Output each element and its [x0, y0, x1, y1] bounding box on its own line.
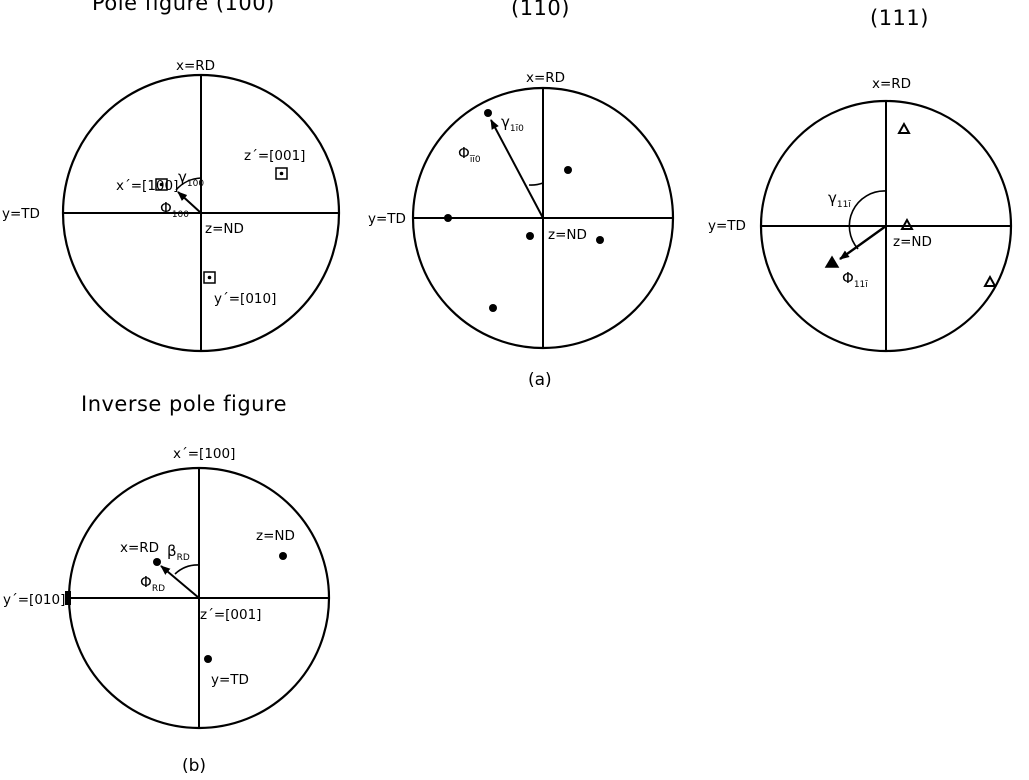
label-z-nd: z=ND — [548, 227, 587, 243]
phi-vector-111 — [839, 225, 887, 260]
pole-marker-z-001 — [275, 167, 288, 180]
caption-a: (a) — [528, 370, 552, 390]
pole-point — [489, 304, 497, 312]
gamma-arc-110 — [528, 182, 544, 186]
point-td — [204, 655, 212, 663]
label-pole-y-010: y´=[010] — [214, 291, 276, 307]
point-nd — [279, 552, 287, 560]
gamma-111-label: γ11ī — [828, 189, 851, 210]
title-pole-figure-111: (111) — [870, 6, 929, 30]
phi-111-label: Φ11ī — [842, 269, 868, 290]
pole-triangle — [897, 121, 911, 134]
title-pole-figure-100: Pole figure (100) — [92, 0, 275, 15]
label-point-nd: z=ND — [256, 528, 295, 544]
gamma-110-label: γ1ī0 — [501, 113, 524, 134]
gamma-arc-111 — [848, 190, 887, 250]
beta-rd-label: βRD — [167, 542, 190, 563]
pole-point — [564, 166, 572, 174]
label-z-nd: z=ND — [205, 221, 244, 237]
pole-point — [526, 232, 534, 240]
label-y-td: y=TD — [708, 218, 746, 234]
phi-vector-100 — [177, 191, 202, 214]
pole-point — [596, 236, 604, 244]
beta-arc — [174, 564, 200, 575]
inverse-pole-figure: x´=[100] y´=[010] z´=[001] x=RD z=ND y=T… — [3, 446, 331, 730]
label-y-td: y=TD — [2, 206, 40, 222]
pole-marker-y-010-dot — [207, 275, 212, 280]
label-z-001: z´=[001] — [200, 607, 261, 623]
edge-marker — [65, 591, 71, 605]
label-x-rd: x=RD — [872, 76, 911, 92]
label-x-100: x´=[100] — [173, 446, 235, 462]
title-pole-figure-110: (110) — [511, 0, 570, 20]
pole-figure-100: x=RD y=TD z=ND x´=[100] z´=[001] y´=[010… — [2, 58, 341, 353]
gamma-arc-100 — [175, 177, 202, 191]
pole-triangle-active — [824, 255, 840, 268]
label-z-nd: z=ND — [893, 234, 932, 250]
phi-rd-label: ΦRD — [140, 573, 165, 594]
label-point-td: y=TD — [211, 672, 249, 688]
title-inverse-pole-figure: Inverse pole figure — [81, 392, 287, 416]
label-x-rd: x=RD — [176, 58, 215, 74]
pole-marker-z-001-dot — [279, 171, 284, 176]
label-y-td: y=TD — [368, 211, 406, 227]
pole-point — [444, 214, 452, 222]
phi-vector-110 — [490, 119, 544, 219]
gamma-100-label: γ100 — [178, 168, 204, 189]
label-pole-x-100: x´=[100] — [116, 178, 178, 194]
label-y-010: y´=[010] — [3, 592, 65, 608]
label-x-rd: x=RD — [526, 70, 565, 86]
caption-b: (b) — [182, 756, 206, 776]
phi-110-label: Φīī0 — [458, 144, 481, 165]
pole-marker-x-100 — [155, 178, 168, 191]
pole-triangle — [900, 217, 914, 230]
label-pole-z-001: z´=[001] — [244, 148, 305, 164]
pole-point — [484, 109, 492, 117]
pole-figure-110: x=RD y=TD z=ND γ1ī0 Φīī0 — [368, 70, 675, 350]
label-point-rd: x=RD — [120, 540, 159, 556]
pole-figure-111: x=RD y=TD z=ND γ11ī Φ11ī — [708, 76, 1013, 353]
pole-triangle — [983, 274, 997, 287]
pole-marker-x-100-dot — [159, 182, 164, 187]
phi-100-label: Φ100 — [160, 199, 189, 220]
pole-marker-y-010 — [203, 271, 216, 284]
point-rd — [153, 558, 161, 566]
phi-vector-rd — [160, 565, 200, 599]
